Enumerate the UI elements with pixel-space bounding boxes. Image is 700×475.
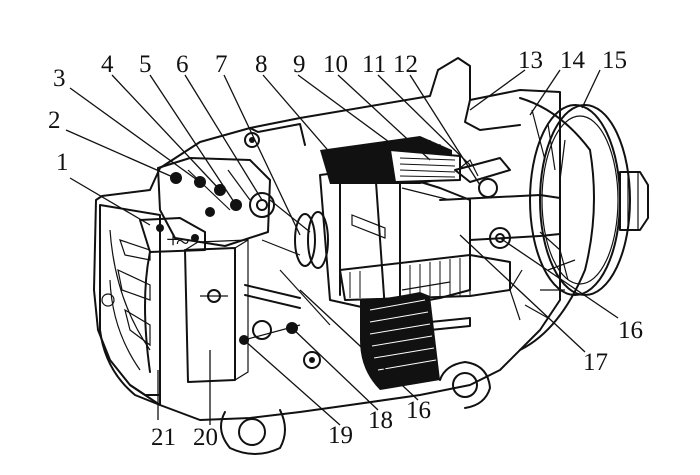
callout-2: 2 [48,107,61,134]
through-bolts-and-diodes [239,269,331,369]
stator-winding-top [320,136,461,184]
callout-12: 12 [393,51,418,78]
callout-18: 18 [368,407,393,434]
callout-labels: 1 2 3 4 5 6 7 8 9 10 11 12 13 14 15 16 1… [48,47,643,451]
callout-6: 6 [176,51,189,78]
callout-21: 21 [151,424,176,451]
callout-20: 20 [193,424,218,451]
callout-1: 1 [56,149,69,176]
callout-14: 14 [560,47,586,74]
callout-8: 8 [255,51,268,78]
mounting-lugs [220,361,491,455]
callout-9: 9 [293,51,306,78]
tilde-mark: ~ [176,229,190,256]
callout-7: 7 [215,51,228,78]
callout-16-right: 16 [618,317,643,344]
slip-rings [261,199,329,269]
terminal-block: + ~ [139,217,206,373]
leader-lines [65,69,619,426]
callout-4: 4 [101,51,114,78]
brush-holder-assembly [157,132,275,247]
drive-pulley [529,104,649,296]
callout-17: 17 [583,349,608,376]
callout-16-bottom: 16 [406,397,431,424]
shaft-and-bearing [439,157,561,249]
callout-5: 5 [139,51,152,78]
callout-11: 11 [362,51,386,78]
callout-19: 19 [328,422,353,449]
callout-3: 3 [53,65,66,92]
callout-10: 10 [323,51,348,78]
stator-winding-bottom [339,254,511,390]
regulator-box [184,238,249,383]
callout-13: 13 [518,47,543,74]
alternator-housing [93,57,561,421]
plus-mark: + [166,227,180,254]
rear-end-shield [99,204,161,406]
callout-15: 15 [602,47,627,74]
